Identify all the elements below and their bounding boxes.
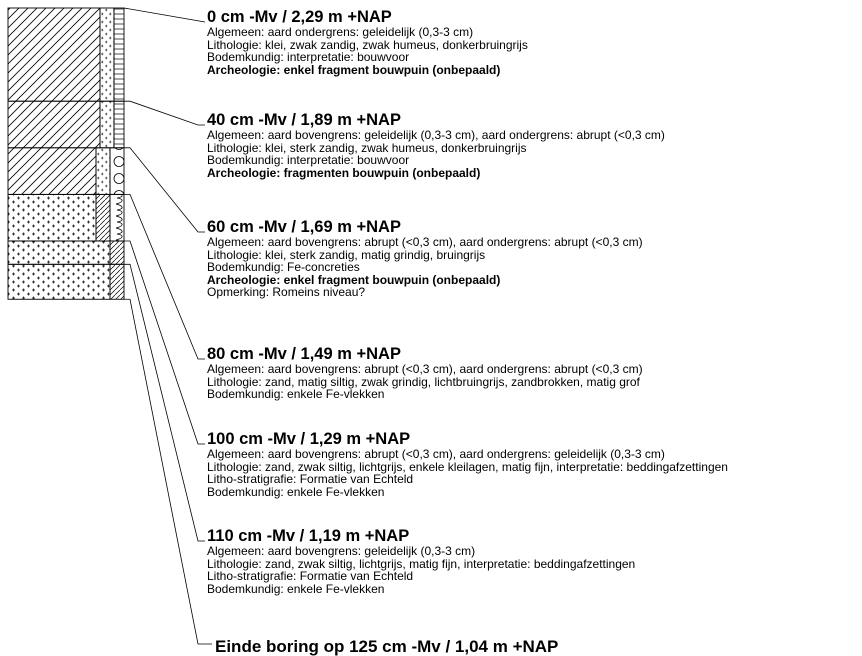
column-layer-1-main [7, 100, 101, 149]
column-layer-4-admix-0 [109, 240, 125, 265]
layer-line: Litho-stratigrafie: Formatie van Echteld [207, 472, 414, 487]
layer-line: Algemeen: aard bovengrens: geleidelijk (… [207, 544, 476, 558]
column-layer-2-admix-0 [95, 147, 111, 195]
connector-line-1 [124, 100, 205, 126]
end-of-boring-label: Einde boring op 125 cm -Mv / 1,04 m +NAP [215, 637, 559, 656]
layer-line: Algemeen: aard ondergrens: geleidelijk (… [207, 25, 474, 39]
connector-line-5 [124, 263, 205, 542]
layer-heading: 80 cm -Mv / 1,49 m +NAP [207, 345, 401, 363]
column-layer-5-main [7, 263, 111, 300]
layer-line: Algemeen: aard bovengrens: abrupt (<0,3 … [207, 362, 643, 376]
layer-line: Archeologie: fragmenten bouwpuin (onbepa… [207, 165, 481, 180]
layer-line: Lithologie: klei, zwak zandig, zwak hume… [207, 37, 528, 52]
column-layer-0-main [7, 7, 101, 102]
layer-heading: 60 cm -Mv / 1,69 m +NAP [207, 218, 401, 236]
layer-line: Bodemkundig: enkele Fe-vlekken [207, 484, 385, 499]
layer-heading: 110 cm -Mv / 1,19 m +NAP [207, 527, 410, 545]
layer-line: Bodemkundig: enkele Fe-vlekken [207, 387, 385, 402]
column-layer-5-admix-0 [109, 263, 125, 300]
column-layer-0-admix-1 [113, 7, 125, 102]
layer-line: Lithologie: zand, matig siltig, zwak gri… [207, 374, 640, 389]
layer-line: Opmerking: Romeins niveau? [207, 285, 366, 300]
layer-line: Algemeen: aard bovengrens: abrupt (<0,3 … [207, 447, 665, 461]
layer-line: Algemeen: aard bovengrens: geleidelijk (… [207, 128, 665, 142]
layer-heading: 100 cm -Mv / 1,29 m +NAP [207, 430, 411, 448]
connector-line-0 [123, 7, 206, 23]
layer-line: Archeologie: enkel fragment bouwpuin (on… [207, 62, 501, 77]
connector-line-3 [124, 193, 205, 360]
column-layer-1-admix-1 [113, 100, 125, 149]
layer-line: Litho-stratigrafie: Formatie van Echteld [207, 569, 414, 584]
layer-heading: 0 cm -Mv / 2,29 m +NAP [207, 8, 392, 26]
column-layer-0-admix-0 [99, 7, 115, 102]
column-layer-3-admix-0 [95, 193, 111, 242]
layer-heading: 40 cm -Mv / 1,89 m +NAP [207, 111, 401, 129]
layer-line: Lithologie: zand, zwak siltig, lichtgrij… [207, 556, 636, 571]
connector-line-end [124, 298, 212, 645]
column-layer-2-admix-1 [109, 147, 125, 195]
column-layer-3-main [7, 193, 97, 242]
connector-line-2 [124, 147, 205, 233]
layer-line: Bodemkundig: enkele Fe-vlekken [207, 581, 385, 596]
layer-line: Lithologie: klei, sterk zandig, zwak hum… [207, 140, 527, 155]
column-layer-1-admix-0 [99, 100, 115, 149]
layer-line: Lithologie: zand, zwak siltig, lichtgrij… [207, 459, 728, 474]
layer-line: Algemeen: aard bovengrens: abrupt (<0,3 … [207, 235, 643, 249]
layer-line: Bodemkundig: Fe-concreties [207, 260, 360, 275]
column-layer-4-main [7, 240, 111, 265]
layer-line: Lithologie: klei, sterk zandig, matig gr… [207, 247, 486, 262]
connector-line-4 [124, 240, 205, 445]
column-layer-2-main [7, 147, 97, 195]
layer-line: Bodemkundig: interpretatie: bouwvoor [207, 153, 410, 168]
column-layer-3-admix-1 [109, 193, 125, 242]
layer-line: Bodemkundig: interpretatie: bouwvoor [207, 50, 410, 65]
layer-line: Archeologie: enkel fragment bouwpuin (on… [207, 272, 501, 287]
